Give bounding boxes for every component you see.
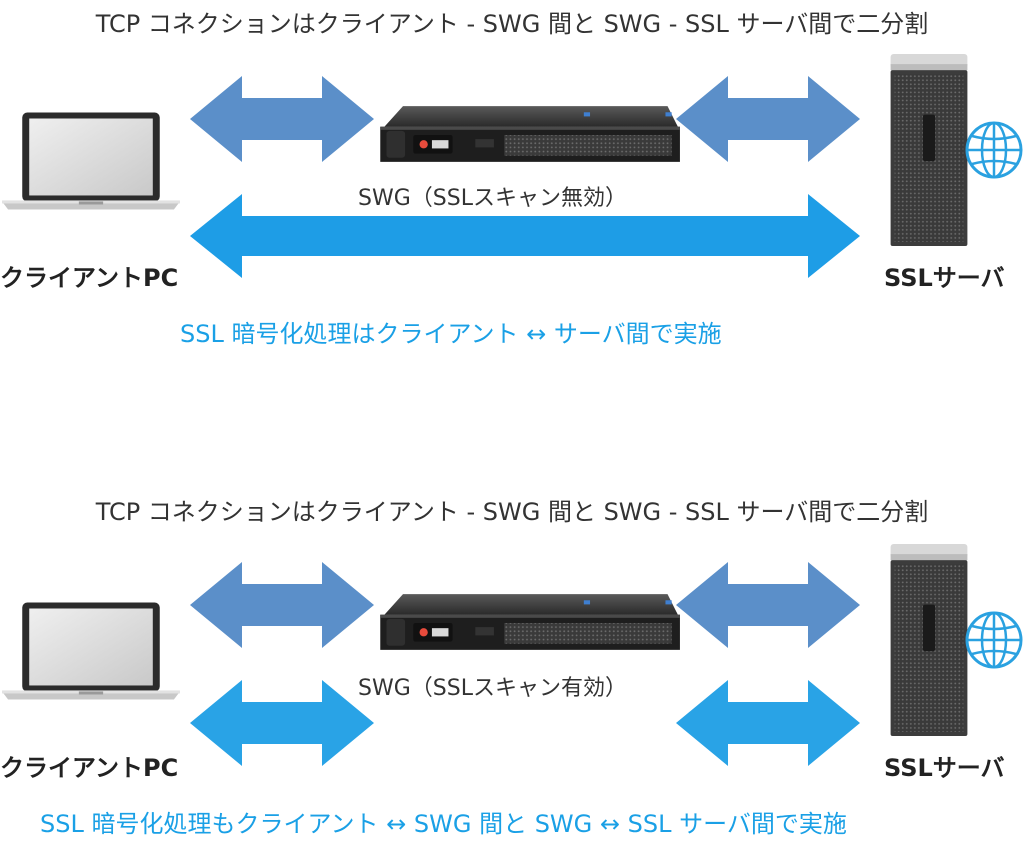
globe-icon (964, 120, 1024, 180)
tcp-caption: TCP コネクションはクライアント - SWG 間と SWG - SSL サーバ… (95, 498, 929, 526)
client-label: クライアントPC (0, 264, 179, 292)
globe-icon (964, 610, 1024, 670)
ssl-arrow-client-server (190, 194, 860, 278)
ssl-caption: SSL 暗号化処理はクライアント ↔ サーバ間で実施 (180, 320, 722, 348)
laptop-icon (0, 600, 182, 702)
ssl-arrow-client-swg (190, 680, 374, 766)
ssl-server-icon (888, 54, 970, 246)
swg-appliance-icon (372, 104, 682, 166)
swg-label: SWG（SSLスキャン有効） (358, 676, 627, 701)
ssl-arrow-swg-server (676, 680, 860, 766)
ssl-caption: SSL 暗号化処理もクライアント ↔ SWG 間と SWG ↔ SSL サーバ間… (40, 810, 847, 838)
server-label: SSLサーバ (884, 264, 1005, 292)
tcp-arrow-client-swg (190, 562, 374, 648)
laptop-icon (0, 110, 182, 212)
tcp-arrow-swg-server (676, 562, 860, 648)
client-label: クライアントPC (0, 754, 179, 782)
server-label: SSLサーバ (884, 754, 1005, 782)
swg-label: SWG（SSLスキャン無効） (358, 186, 627, 211)
tcp-caption: TCP コネクションはクライアント - SWG 間と SWG - SSL サーバ… (95, 10, 929, 38)
ssl-server-icon (888, 544, 970, 736)
tcp-arrow-swg-server (676, 76, 860, 162)
swg-appliance-icon (372, 592, 682, 654)
tcp-arrow-client-swg (190, 76, 374, 162)
